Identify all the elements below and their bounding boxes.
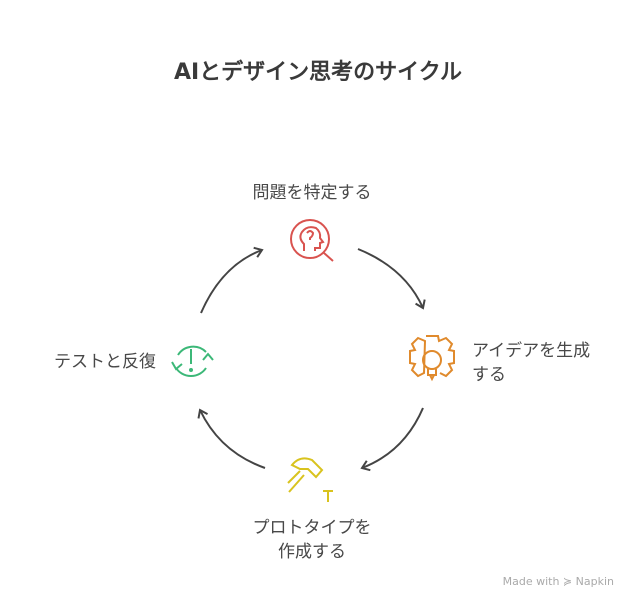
- gear-lightbulb-icon: [409, 335, 455, 382]
- head-question-search-icon: [290, 219, 334, 262]
- arrow-problem-to-idea: [357, 248, 426, 310]
- step-label-identify-problem: 問題を特定する: [252, 183, 372, 203]
- arrow-idea-to-prototype: [360, 407, 424, 472]
- arrow-prototype-to-test: [197, 408, 266, 469]
- cycle-exclamation-icon: [171, 345, 214, 377]
- diagram-title: AIとデザイン思考のサイクル: [173, 60, 463, 85]
- arrow-test-to-problem: [200, 246, 264, 314]
- napkin-watermark: Made with ≽ Napkin: [502, 575, 614, 588]
- step-label-prototype-line1: プロトタイプを: [252, 518, 372, 538]
- step-label-generate-ideas-line1: アイデアを生成: [472, 341, 591, 361]
- step-label-prototype-line2: 作成する: [278, 542, 346, 562]
- hammer-nail-icon: [287, 457, 333, 502]
- step-label-generate-ideas-line2: する: [472, 365, 506, 385]
- step-label-test-iterate: テストと反復: [54, 352, 156, 372]
